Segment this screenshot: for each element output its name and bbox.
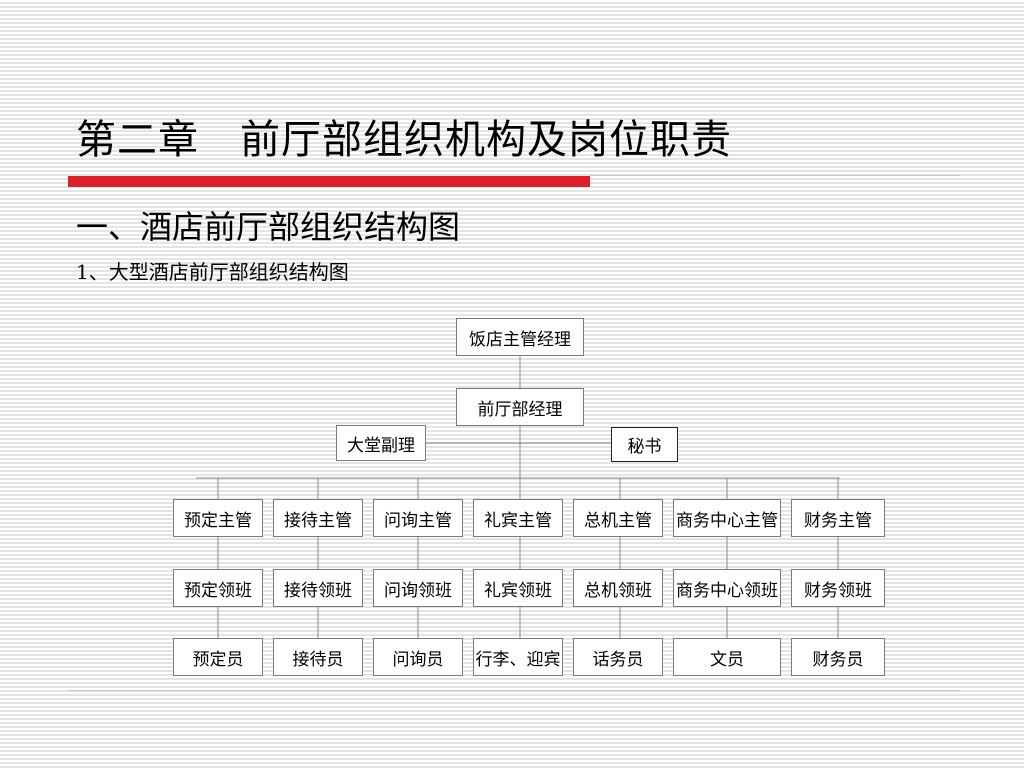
node-team-leader: 预定领班 <box>173 569 263 607</box>
node-front-office-manager: 前厅部经理 <box>456 388 584 426</box>
node-supervisor: 商务中心主管 <box>673 499 781 537</box>
node-team-leader: 礼宾领班 <box>473 569 563 607</box>
node-supervisor: 财务主管 <box>791 499 885 537</box>
node-staff: 行李、迎宾 <box>473 638 563 676</box>
node-staff: 问询员 <box>373 638 463 676</box>
node-supervisor: 问询主管 <box>373 499 463 537</box>
chart-subheading: 1、大型酒店前厅部组织结构图 <box>76 260 349 284</box>
title-divider <box>590 175 960 176</box>
node-staff: 文员 <box>673 638 781 676</box>
node-supervisor: 接待主管 <box>273 499 363 537</box>
node-team-leader: 问询领班 <box>373 569 463 607</box>
node-staff: 话务员 <box>573 638 663 676</box>
node-team-leader: 商务中心领班 <box>673 569 781 607</box>
node-staff: 财务员 <box>791 638 885 676</box>
node-hotel-manager: 饭店主管经理 <box>456 318 584 356</box>
section-heading: 一、酒店前厅部组织结构图 <box>76 208 461 246</box>
node-supervisor: 总机主管 <box>573 499 663 537</box>
node-team-leader: 总机领班 <box>573 569 663 607</box>
footer-divider <box>68 690 960 691</box>
node-supervisor: 礼宾主管 <box>473 499 563 537</box>
node-team-leader: 财务领班 <box>791 569 885 607</box>
node-supervisor: 预定主管 <box>173 499 263 537</box>
node-staff: 预定员 <box>173 638 263 676</box>
slide-title: 第二章 前厅部组织机构及岗位职责 <box>76 117 732 163</box>
node-secretary: 秘书 <box>611 427 678 462</box>
title-accent-bar <box>68 176 590 187</box>
node-staff: 接待员 <box>273 638 363 676</box>
node-team-leader: 接待领班 <box>273 569 363 607</box>
node-assistant-manager: 大堂副理 <box>336 425 426 461</box>
